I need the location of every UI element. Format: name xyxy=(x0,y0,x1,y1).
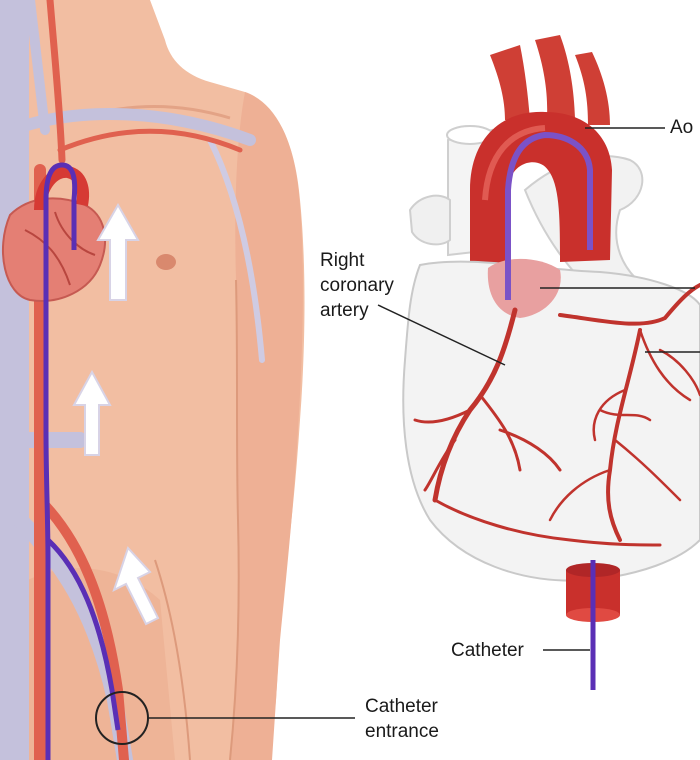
torso-heart-shape xyxy=(2,197,106,302)
flow-arrow-abdomen xyxy=(72,369,112,456)
leader-lines xyxy=(377,127,700,651)
torso-heart xyxy=(2,165,106,302)
femoral-artery xyxy=(35,495,129,760)
left-coronary-trunk xyxy=(558,283,700,542)
flow-arrow-groin xyxy=(112,546,160,626)
catheter-in-aorta xyxy=(505,131,593,300)
catheter-entrance-label: Catheter entrance xyxy=(365,696,439,742)
flow-arrows xyxy=(72,202,160,626)
nipple xyxy=(156,254,176,270)
right-coronary-branches xyxy=(413,393,662,547)
arm-outline xyxy=(229,279,240,760)
catheter-leg-segment xyxy=(46,538,121,731)
coronary-arteries xyxy=(413,283,700,547)
hip-line xyxy=(154,559,191,760)
subclavian-vein xyxy=(6,107,256,146)
arm-vein xyxy=(207,137,265,363)
aorta-label: Ao xyxy=(670,117,694,138)
catheter-label: Catheter xyxy=(451,640,524,661)
torso-aortic-arch xyxy=(34,165,90,211)
right-coronary-artery-label: Right coronary artery xyxy=(320,250,394,321)
carotid-artery xyxy=(46,0,66,164)
aorta-branches xyxy=(490,35,610,125)
aorta-highlight xyxy=(482,125,546,201)
flow-arrow-chest xyxy=(96,202,140,301)
catheter-line-body xyxy=(43,162,78,760)
right-coronary-leader xyxy=(377,304,506,366)
arm-shading xyxy=(230,92,303,760)
jugular-vein xyxy=(25,0,50,135)
left-coronary-branches xyxy=(548,328,700,522)
subclavian-artery xyxy=(57,128,243,153)
aorta xyxy=(470,111,612,290)
heart-body xyxy=(402,260,700,582)
left-atrium xyxy=(408,194,451,246)
heart-illustration xyxy=(402,35,700,690)
